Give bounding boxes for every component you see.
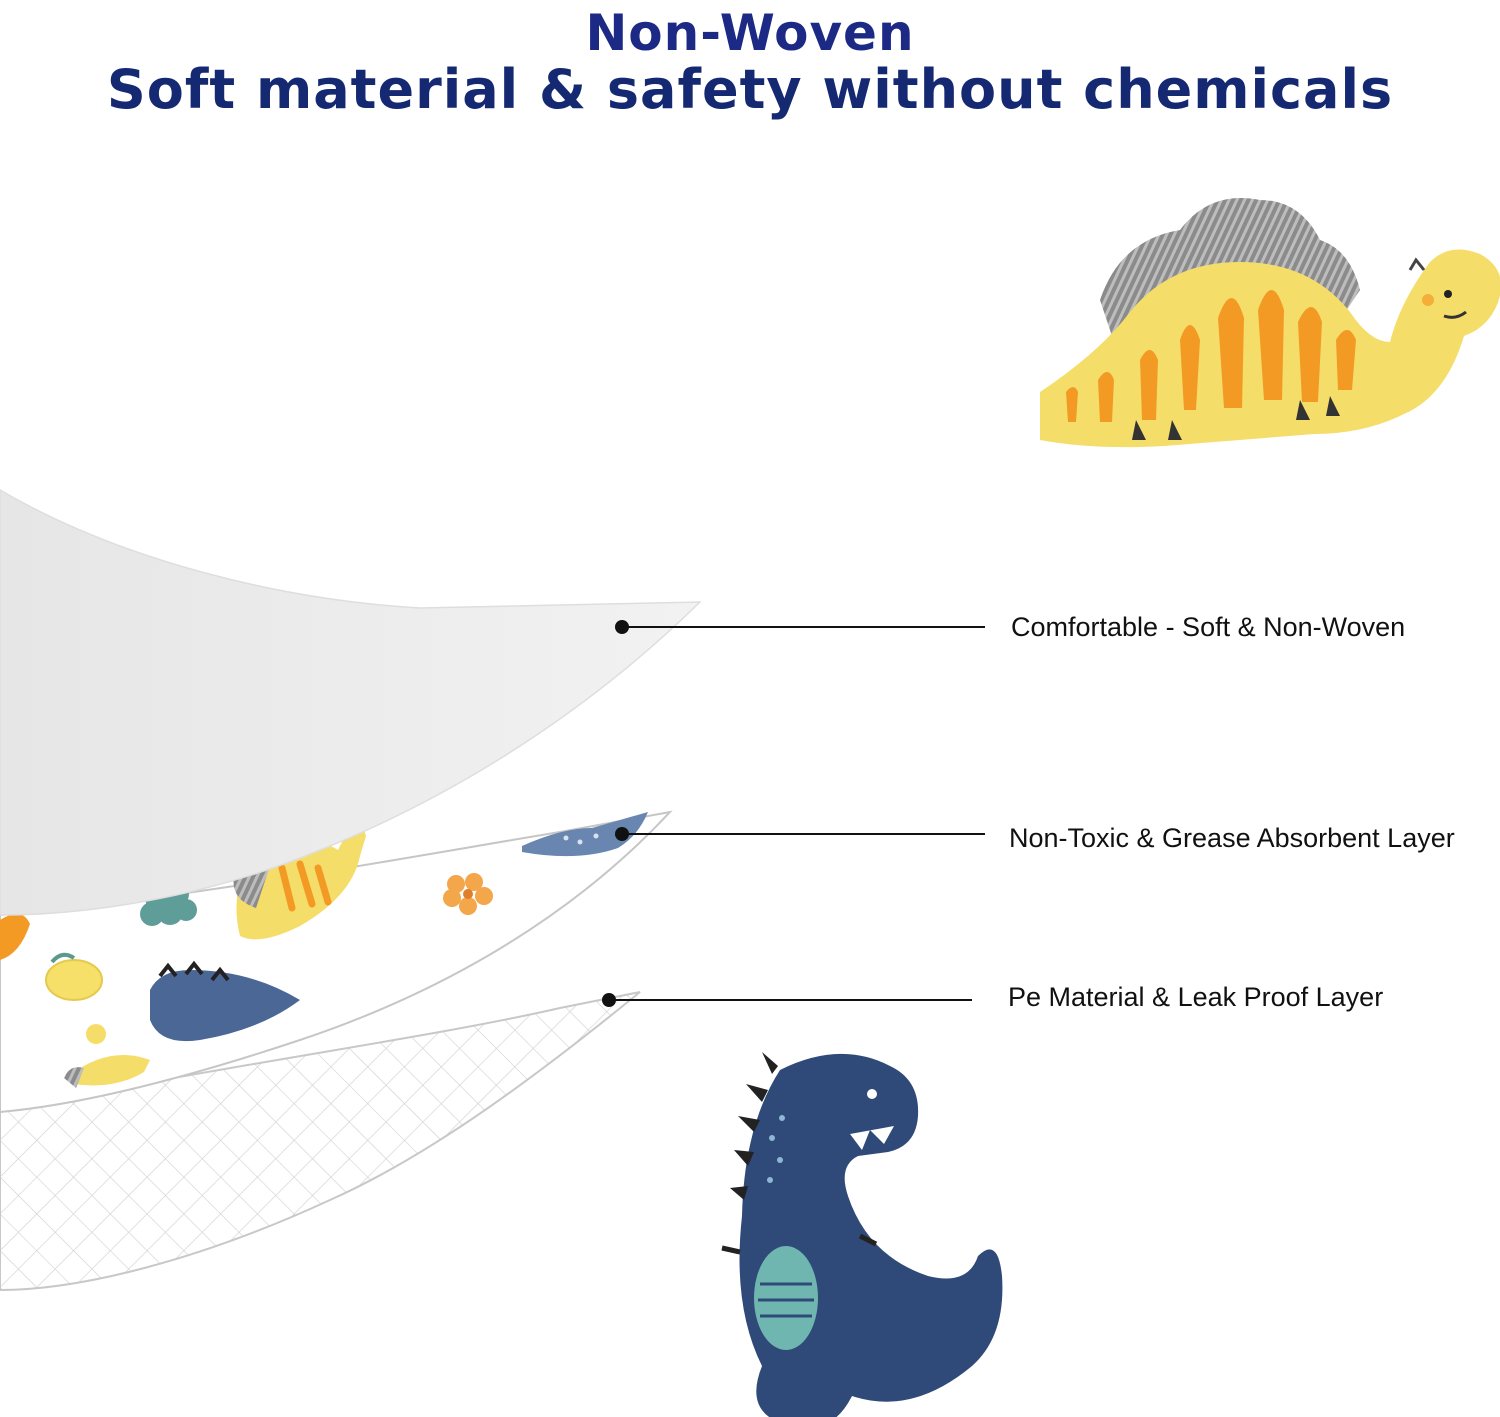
callout-comfortable — [615, 620, 985, 634]
title-line-2: Soft material & safety without chemicals — [106, 58, 1394, 121]
label-comfortable-soft-non-woven: Comfortable - Soft & Non-Woven — [1011, 612, 1406, 642]
title-line-1: Non-Woven — [585, 4, 915, 62]
non-woven-top-layer — [0, 489, 702, 916]
pe-leak-proof-layer — [0, 991, 641, 1292]
small-yellow-dino-print-icon — [64, 1024, 150, 1088]
orange-stripe-print-icon — [0, 913, 30, 960]
callout-absorbent — [615, 827, 985, 841]
blue-flag-print-icon — [522, 812, 648, 857]
callout-pe — [602, 993, 972, 1007]
stegosaurus-icon — [1040, 198, 1500, 448]
label-non-toxic-absorbent-layer: Non-Toxic & Grease Absorbent Layer — [1009, 823, 1455, 853]
blue-dino-print-icon — [150, 960, 300, 1042]
label-pe-leak-proof-layer: Pe Material & Leak Proof Layer — [1008, 982, 1384, 1012]
fruit-icon — [45, 952, 103, 1001]
orange-flower-icon — [443, 873, 493, 915]
trex-icon — [721, 1052, 1003, 1417]
